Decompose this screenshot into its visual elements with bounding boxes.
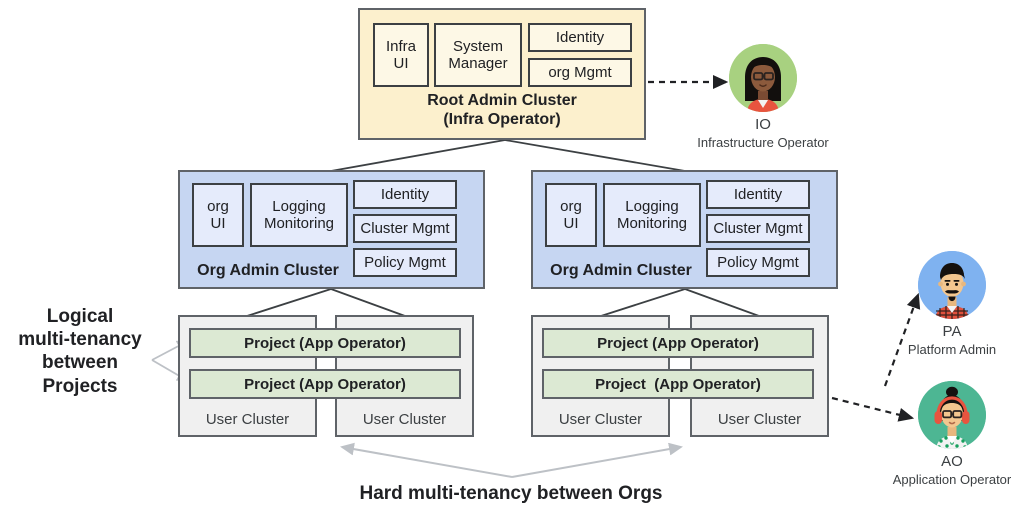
avatar-ao-icon — [918, 381, 986, 449]
persona-io[interactable]: IO Infrastructure Operator — [693, 44, 833, 150]
root-chip-label: Identity — [555, 28, 605, 46]
avatar-application-operator — [918, 381, 986, 449]
avatar-infrastructure-operator — [729, 44, 797, 112]
project-label: Project (App Operator) — [244, 375, 406, 393]
project-label: Project (App Operator) — [595, 375, 761, 393]
root-admin-cluster-title: Root Admin Cluster (Infra Operator) — [358, 92, 646, 130]
avatar-pa-icon — [918, 251, 986, 319]
root-chip-infra-ui[interactable]: Infra UI — [373, 23, 429, 87]
root-chip-label: Infra UI — [385, 37, 416, 72]
org-left-chip-logging-monitoring[interactable]: Logging Monitoring — [250, 183, 348, 247]
project-right-bottom[interactable]: Project (App Operator) — [542, 369, 814, 399]
org-chip-label: Logging Monitoring — [616, 197, 688, 232]
org-right-chip-org-ui[interactable]: org UI — [545, 183, 597, 247]
persona-ao-role: Application Operator — [892, 471, 1012, 487]
logical-multitenancy-label: Logical multi-tenancy between Projects — [18, 306, 142, 397]
org-chip-label: Identity — [380, 185, 430, 203]
project-right-top[interactable]: Project (App Operator) — [542, 328, 814, 358]
org-right-chip-identity[interactable]: Identity — [706, 180, 810, 209]
arrow-projects-to-pa — [883, 292, 921, 387]
org-chip-label: Logging Monitoring — [263, 197, 335, 232]
persona-io-role: Infrastructure Operator — [697, 134, 829, 150]
root-chip-identity[interactable]: Identity — [528, 23, 632, 52]
arrow-hard-multitenancy — [340, 442, 683, 478]
user-cluster-left-2-label: User Cluster — [362, 411, 447, 428]
org-chip-label: org UI — [207, 197, 229, 232]
org-chip-label: org UI — [560, 197, 582, 232]
root-chip-org-mgmt[interactable]: org Mgmt — [528, 58, 632, 87]
user-cluster-right-2-label: User Cluster — [717, 411, 802, 428]
avatar-io-icon — [729, 44, 797, 112]
persona-ao[interactable]: AO Application Operator — [882, 381, 1022, 487]
org-left-chip-identity[interactable]: Identity — [353, 180, 457, 209]
persona-ao-initials: AO — [941, 453, 963, 470]
org-chip-label: Identity — [733, 185, 783, 203]
root-chip-label: org Mgmt — [548, 63, 612, 81]
avatar-platform-admin — [918, 251, 986, 319]
org-chip-label: Cluster Mgmt — [360, 219, 450, 237]
connector-org-right-to-user-clusters — [600, 288, 760, 317]
org-left-chip-org-ui[interactable]: org UI — [192, 183, 244, 247]
root-admin-cluster-title-line2: (Infra Operator) — [443, 110, 561, 128]
persona-io-initials: IO — [755, 116, 771, 133]
org-right-chip-logging-monitoring[interactable]: Logging Monitoring — [603, 183, 701, 247]
org-right-chip-cluster-mgmt[interactable]: Cluster Mgmt — [706, 214, 810, 243]
org-admin-cluster-right-title: Org Admin Cluster — [550, 262, 692, 279]
org-chip-label: Policy Mgmt — [717, 253, 799, 271]
arrow-projects-to-ao — [799, 388, 915, 422]
project-label: Project (App Operator) — [597, 334, 759, 352]
persona-pa-role: Platform Admin — [907, 341, 997, 357]
project-label: Project (App Operator) — [244, 334, 406, 352]
org-chip-label: Cluster Mgmt — [713, 219, 803, 237]
project-left-top[interactable]: Project (App Operator) — [189, 328, 461, 358]
connector-root-to-orgs — [330, 139, 686, 172]
root-admin-cluster-title-line1: Root Admin Cluster — [427, 92, 577, 109]
org-right-chip-policy-mgmt[interactable]: Policy Mgmt — [706, 248, 810, 277]
persona-pa-initials: PA — [942, 323, 962, 340]
org-left-chip-cluster-mgmt[interactable]: Cluster Mgmt — [353, 214, 457, 243]
user-cluster-left-1-label: User Cluster — [205, 411, 290, 428]
org-left-chip-policy-mgmt[interactable]: Policy Mgmt — [353, 248, 457, 277]
persona-pa[interactable]: PA Platform Admin — [882, 251, 1022, 357]
hard-multitenancy-label: Hard multi-tenancy between Orgs — [359, 483, 663, 504]
org-chip-label: Policy Mgmt — [364, 253, 446, 271]
project-left-bottom[interactable]: Project (App Operator) — [189, 369, 461, 399]
org-admin-cluster-left-title: Org Admin Cluster — [197, 262, 339, 279]
root-chip-system-manager[interactable]: System Manager — [434, 23, 522, 87]
root-chip-label: System Manager — [448, 37, 508, 72]
connector-org-left-to-user-clusters — [246, 288, 406, 317]
user-cluster-right-1-label: User Cluster — [558, 411, 643, 428]
